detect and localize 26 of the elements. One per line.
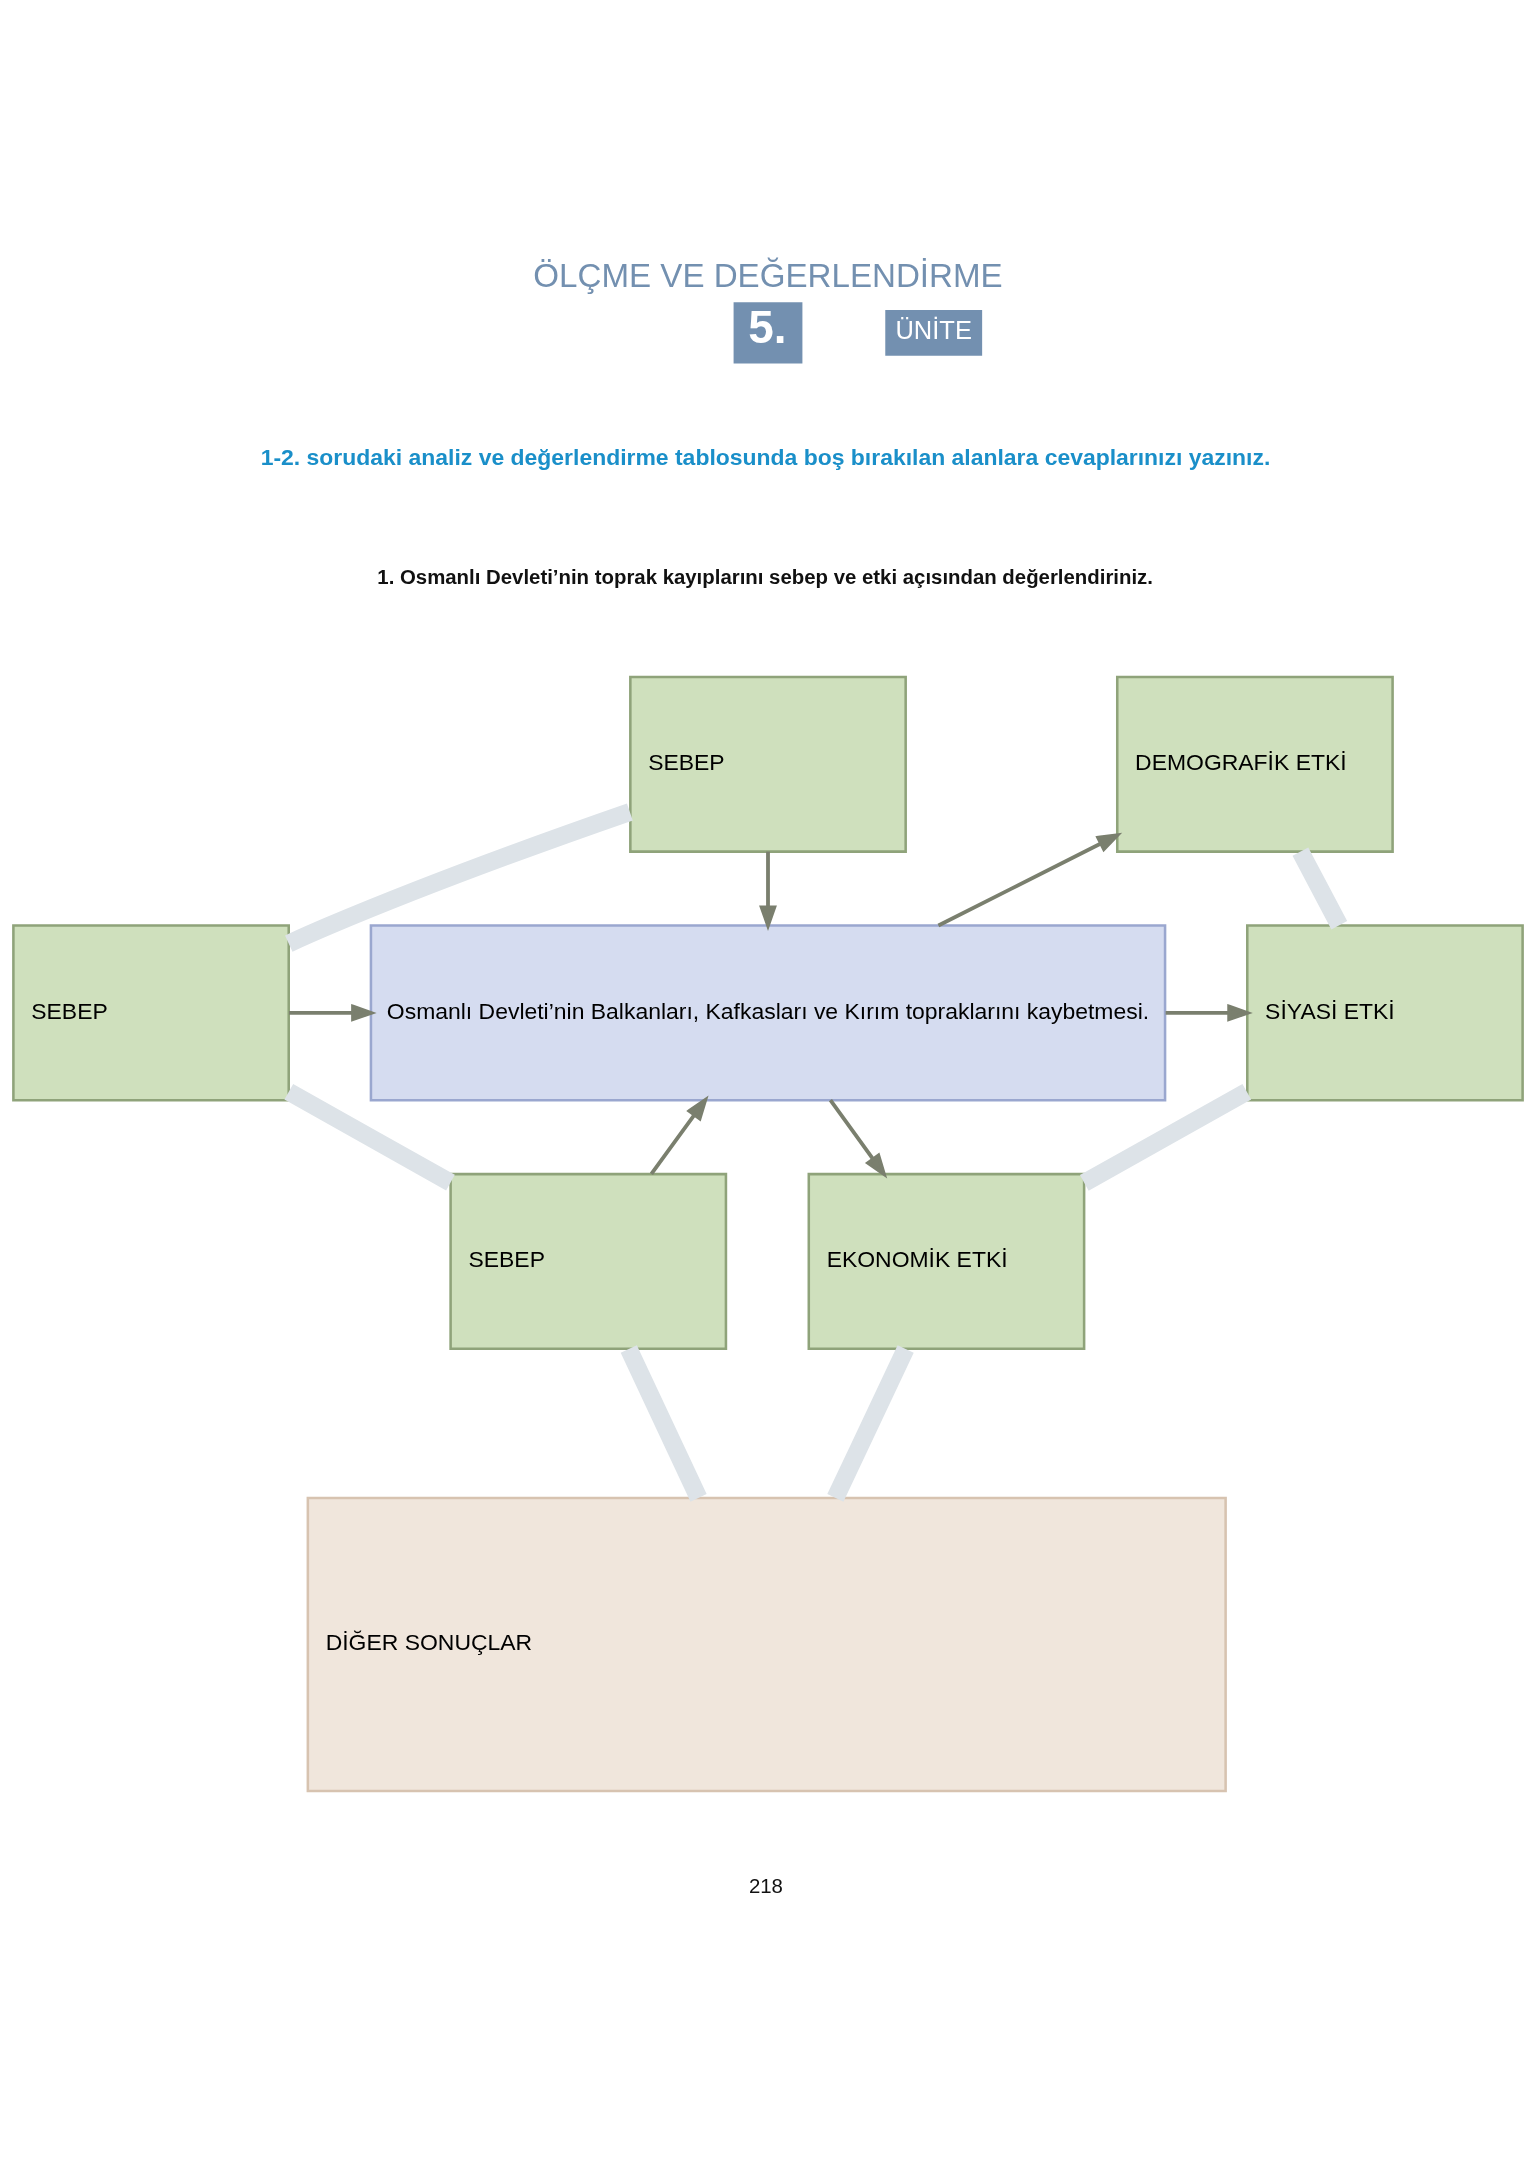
connector [1079,1083,1252,1191]
diagram-title: ÖLÇME VE DEĞERLENDİRME [533,256,1003,294]
node-box: SİYASİ ETKİ [1246,924,1524,1102]
connector [285,803,633,952]
arrow [759,851,777,931]
node-box: SEBEP [12,924,290,1102]
node-box: SEBEP [449,1172,728,1351]
node-box: EKONOMİK ETKİ [807,1172,1086,1351]
label: 1. Osmanlı Devleti’nin toprak kayıplarını sebep ve etki açısından değerlendiriniz. [377,565,1153,588]
arrow [937,832,1123,928]
node-box: Osmanlı Devleti’nin Balkanları, Kafkasları ve Kırım topraklarını kaybetmesi. [369,924,1167,1102]
label: 218 [748,1874,783,1897]
label: ÜNİTE [895,316,972,345]
node-box: DEMOGRAFİK ETKİ [1116,675,1394,853]
label: 1-2. sorudaki analiz ve değerlendirme tablosunda boş bırakılan alanlara cevaplarınızı yazınız. [260,443,1271,470]
connector [284,1083,455,1191]
node-box: SEBEP [629,675,907,853]
node-box: DİĞER SONUÇLAR [306,1496,1227,1793]
arrow [289,1003,377,1022]
arrow [828,1099,888,1179]
arrow [649,1095,709,1175]
connector [827,1345,914,1502]
arrow [1165,1003,1253,1022]
connector [620,1345,707,1502]
connector [1292,847,1348,930]
label: 5. [748,300,787,353]
